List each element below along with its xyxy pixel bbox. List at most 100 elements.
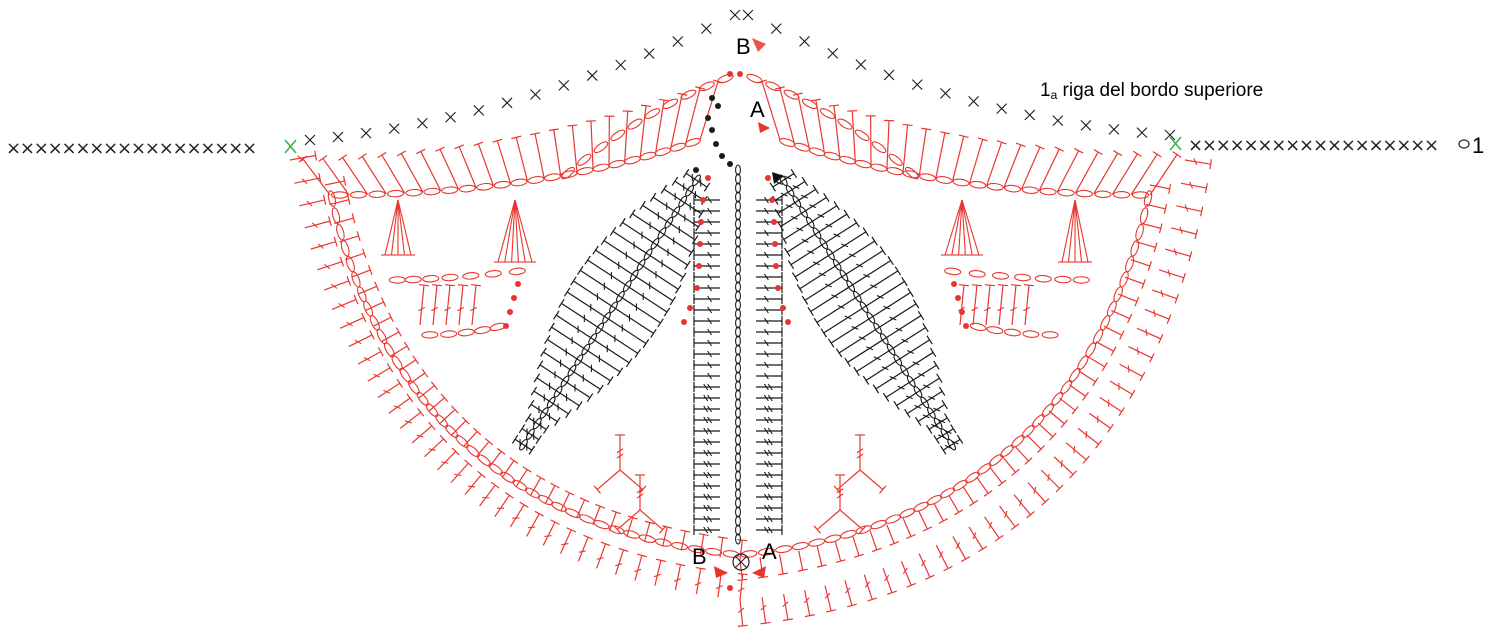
stitch-post [797,189,816,201]
spine-stitch-right [756,404,782,414]
stitch-post [420,285,424,325]
stitch-post [969,527,983,549]
leaf-stitch [792,254,830,281]
stitch-top [565,491,574,495]
stitch-top [664,308,669,316]
stitch-post [901,561,911,585]
border-stitch [934,503,948,523]
stitch-post [597,470,620,490]
spine-stitch-right [756,481,782,491]
chain-row-low-right [986,326,1003,335]
stitch-top [683,169,688,177]
fan-post [1069,200,1076,262]
stitch-top [587,393,592,401]
stitch-slash [1154,310,1155,317]
stitch-top [954,510,963,515]
stitch-slash [331,284,337,288]
stitch-post [1028,483,1045,502]
border-stitch [1129,347,1155,363]
stitch-top [661,185,666,193]
top-edge-stitch [1021,145,1044,189]
chain-row-upper-right [824,151,841,161]
top-edge-stitch [1004,143,1026,188]
lower-cluster-stitch [635,475,645,510]
border-stitch [887,525,899,545]
leaf-stitch [926,424,938,434]
stitch-post [907,402,924,413]
leaf-stitch [593,339,632,367]
leaf-stitch [884,311,923,339]
chain-row-mid-left [389,277,405,284]
border-stitch [349,330,374,346]
leaf-stitch [650,193,675,212]
stitch-post [969,139,982,183]
sc-cross [502,98,512,108]
chain-row-upper-left [494,181,511,189]
stitch-top [821,329,826,337]
top-edge-stitch [936,132,950,179]
border-stitch [489,448,505,467]
stitch-top [828,339,833,347]
stitch-top [593,246,598,254]
mid-stitch-right [984,285,995,325]
top-edge-stitch [586,121,596,170]
leaf-stitch [802,275,844,304]
stitch-top [1011,285,1021,286]
stitch-post [977,477,989,493]
stitch-top [551,520,560,525]
stitch-post [459,285,463,325]
leaf-stitch [864,277,907,307]
chain-row-upper-right [1040,188,1056,195]
stitch-post [696,568,700,594]
border-chain [1040,402,1055,418]
border-chain [356,286,368,303]
stitch-post [1014,495,1031,515]
stitch-top [778,573,788,575]
stitch-top [692,236,697,244]
stitch-post [790,181,805,190]
stitch-top [545,335,550,343]
stitch-post [546,486,555,504]
stitch-post [1131,154,1157,195]
inner-fan-stitches [381,200,1092,533]
border-stitch [419,382,438,398]
border-stitch [1096,342,1116,356]
stitch-top [829,105,839,106]
stitch-top [888,256,893,264]
stitch-slash [1005,511,1007,518]
border-chain [824,534,841,544]
border-chain [345,255,356,272]
join-marker-left [285,140,296,153]
leaf-stitch [593,246,634,275]
stitch-top [913,300,918,308]
leaf-stitch [773,191,790,205]
stitch-post [804,197,827,212]
leaf-stitch [634,275,675,304]
red-dot [511,295,517,301]
leaf-stitch [817,210,850,233]
stitch-post [591,121,593,169]
border-chain [885,513,902,525]
leaf-stitch [821,307,864,337]
stitch-post [1066,443,1086,460]
border-chain [487,462,504,477]
chain-row-mid-left [485,270,502,278]
stitch-top [578,266,583,274]
stitch-top [635,349,640,357]
border-stitch [1041,470,1063,492]
sc-cross [587,71,597,81]
stitch-top [761,622,771,623]
stitch-top [985,285,995,286]
stitch-post [573,281,613,307]
stitch-post [596,250,635,275]
spine-stitch-right [756,437,782,447]
stitch-post [817,547,822,566]
stitch-top [863,228,868,236]
stitch-post [465,475,481,495]
stitch-post [531,404,544,413]
stitch-top [541,348,546,356]
stitch-post [1021,147,1040,189]
stitch-top [536,475,545,480]
sc-cross [333,132,343,142]
stitch-top [873,385,878,393]
